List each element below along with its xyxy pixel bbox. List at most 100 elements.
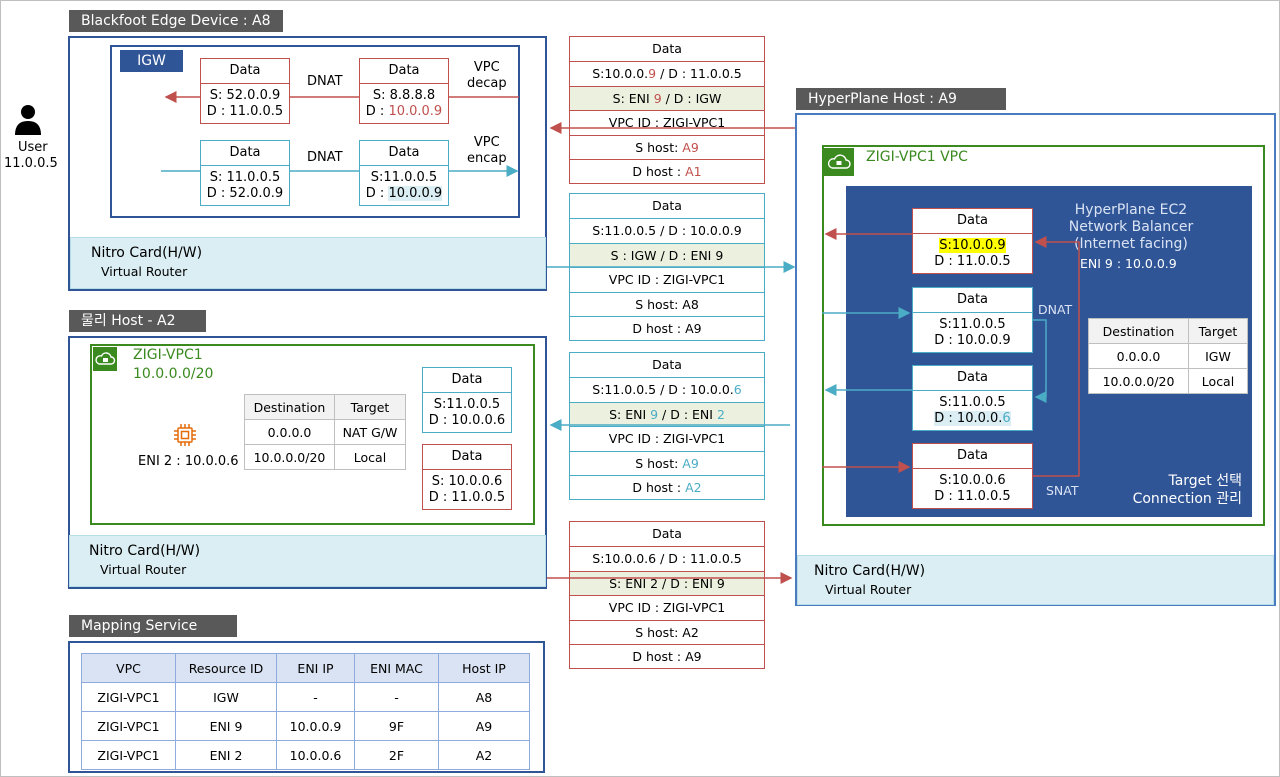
igw-label: IGW — [120, 50, 183, 72]
packet-ip-row: S:11.0.0.5 / D : 10.0.0.9 — [570, 218, 764, 242]
mapping-cell: ZIGI-VPC1 — [81, 711, 176, 741]
packet-eni-row: S: ENI 2 / D : ENI 9 — [570, 570, 764, 596]
physical-vpc-name: ZIGI-VPC1 — [133, 347, 203, 363]
mapping-table: VPC Resource ID ENI IP ENI MAC Host IP Z… — [81, 653, 530, 770]
packet-ip-row: S:10.0.0.9 / D : 11.0.0.5 — [570, 61, 764, 85]
physical-data-2: Data S: 10.0.0.6 D : 11.0.0.5 — [422, 444, 512, 510]
data-src: S: 10.0.0.6 — [431, 474, 503, 489]
packet-dhost-row: D host : A1 — [570, 158, 764, 183]
route-cell: 0.0.0.0 — [244, 419, 335, 445]
hp-snat-connector — [1033, 236, 1080, 477]
packet-shost-row: S host: A9 — [570, 450, 764, 475]
snat-label: SNAT — [1046, 483, 1079, 498]
physical-nitro-card: Nitro Card(H/W) Virtual Router — [69, 535, 546, 587]
packet-ip-row: S:11.0.0.5 / D : 10.0.0.6 — [570, 377, 764, 401]
packet-vpc-row: VPC ID : ZIGI-VPC1 — [570, 595, 764, 619]
packet-eni-row: S : IGW / D : ENI 9 — [570, 242, 764, 268]
physical-eni-label: ENI 2 : 10.0.0.6 — [138, 454, 239, 469]
data-header: Data — [913, 366, 1032, 391]
mapping-cell: ENI 2 — [175, 740, 277, 770]
data-src: S: 8.8.8.8 — [372, 88, 436, 103]
data-header: Data — [423, 445, 511, 470]
data-dst: D : 11.0.0.5 — [428, 490, 506, 505]
hyperplane-data-3: Data S:11.0.0.5 D : 10.0.0.6 — [912, 365, 1033, 431]
mapping-header-cell: ENI MAC — [354, 653, 439, 683]
data-src: S:11.0.0.5 — [939, 317, 1006, 332]
mapping-cell: A8 — [438, 682, 530, 712]
mapping-cell: 9F — [354, 711, 439, 741]
mapping-service-title: Mapping Service — [69, 615, 237, 637]
data-dst: D : 11.0.0.5 — [934, 489, 1011, 504]
nitro-title: Nitro Card(H/W) — [814, 563, 926, 579]
route-cell: Destination — [1088, 318, 1189, 344]
hp-dnat-connector — [1033, 319, 1047, 403]
nitro-subtitle: Virtual Router — [100, 562, 187, 577]
mapping-header-cell: ENI IP — [276, 653, 355, 683]
blackfoot-nitro-card: Nitro Card(H/W) Virtual Router — [70, 237, 546, 289]
blackfoot-data-2: Data S: 8.8.8.8 D : 10.0.0.9 — [359, 58, 449, 124]
blackfoot-device-box — [68, 36, 547, 291]
packet-data-row: Data — [652, 41, 682, 56]
mapping-header-cell: Resource ID — [175, 653, 277, 683]
data-header: Data — [913, 444, 1032, 469]
data-dst: D : 10.0.0.9 — [365, 186, 443, 201]
physical-host-title: 물리 Host - A2 — [69, 310, 206, 332]
data-header: Data — [913, 288, 1032, 313]
packet-ip-row: S:10.0.0.6 / D : 11.0.0.5 — [570, 546, 764, 570]
mapping-header-row: VPC Resource ID ENI IP ENI MAC Host IP — [81, 653, 530, 683]
packet-vpc-row: VPC ID : ZIGI-VPC1 — [570, 110, 764, 134]
physical-vpc-box — [90, 344, 535, 525]
data-src: S:11.0.0.5 — [370, 170, 438, 185]
dnat-bottom-label: DNAT — [307, 150, 343, 165]
dnat-top-label: DNAT — [307, 74, 343, 89]
mapping-cell: 2F — [354, 740, 439, 770]
packet-eni-row: S: ENI 9 / D : IGW — [570, 85, 764, 111]
user-label: User — [18, 140, 48, 155]
nitro-title: Nitro Card(H/W) — [89, 543, 201, 559]
data-dst: D : 11.0.0.5 — [206, 104, 284, 119]
physical-host-box — [68, 336, 547, 589]
packet-data-row: Data — [652, 357, 682, 372]
packet-shost-row: S host: A9 — [570, 134, 764, 159]
data-header: Data — [360, 141, 448, 166]
data-src: S:11.0.0.5 — [939, 395, 1006, 410]
data-header: Data — [423, 368, 511, 393]
data-src: S: 52.0.0.9 — [209, 88, 281, 103]
packet-data-row: Data — [652, 198, 682, 213]
mapping-cell: A9 — [438, 711, 530, 741]
hyperplane-vpc-label: ZIGI-VPC1 VPC — [866, 149, 968, 165]
user-icon — [13, 104, 43, 136]
route-cell: 10.0.0.0/20 — [1088, 368, 1189, 394]
packet-dhost-row: D host : A2 — [570, 474, 764, 499]
packet-4: Data S:10.0.0.6 / D : 11.0.0.5 S: ENI 2 … — [569, 521, 765, 669]
packet-shost-row: S host: A2 — [570, 619, 764, 644]
route-cell: Local — [1188, 368, 1248, 394]
packet-3: Data S:11.0.0.5 / D : 10.0.0.6 S: ENI 9 … — [569, 352, 765, 500]
lock-cloud-icon — [93, 347, 117, 371]
blackfoot-title: Blackfoot Edge Device : A8 — [69, 10, 283, 32]
packet-data-row: Data — [652, 526, 682, 541]
physical-data-1: Data S:11.0.0.5 D : 10.0.0.6 — [422, 367, 512, 433]
route-cell: 10.0.0.0/20 — [244, 444, 335, 470]
data-header: Data — [913, 209, 1032, 234]
data-dst: D : 11.0.0.5 — [934, 254, 1011, 269]
hyperplane-data-4: Data S:10.0.0.6 D : 11.0.0.5 — [912, 443, 1033, 509]
packet-dhost-row: D host : A9 — [570, 643, 764, 668]
mapping-service-box — [68, 641, 545, 773]
hyperplane-nitro-card: Nitro Card(H/W) Virtual Router — [797, 555, 1274, 605]
hyperplane-title: HyperPlane Host : A9 — [796, 88, 1006, 110]
user-ip: 11.0.0.5 — [4, 156, 58, 171]
data-header: Data — [360, 59, 448, 84]
data-header: Data — [201, 141, 289, 166]
